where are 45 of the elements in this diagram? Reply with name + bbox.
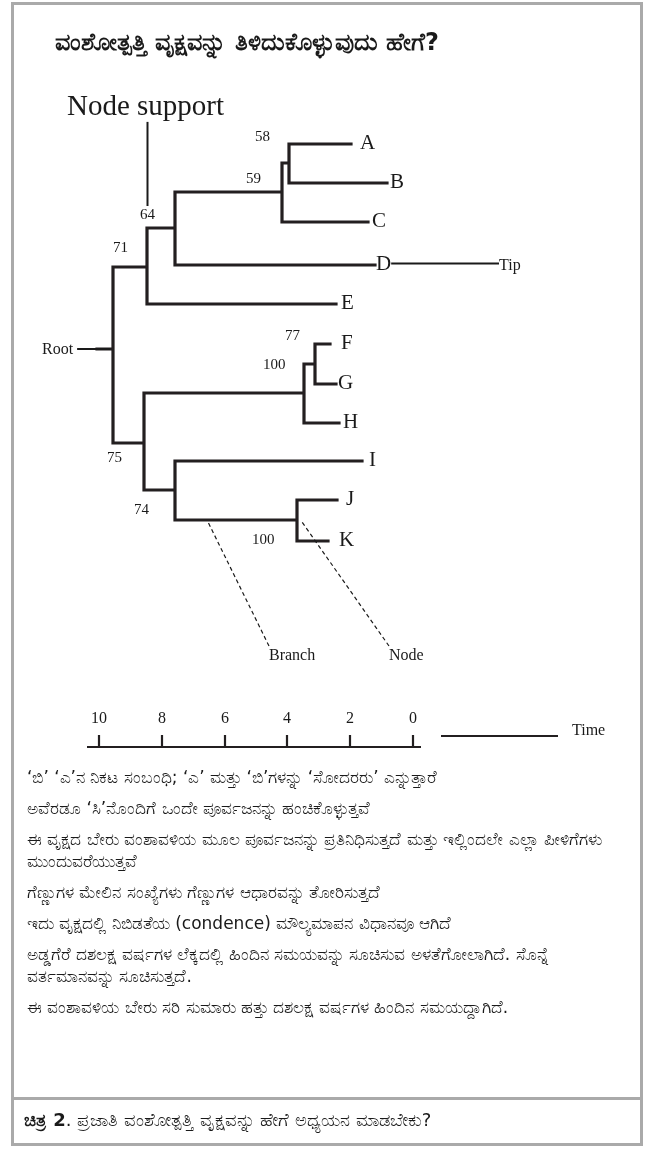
- tip-label: E: [341, 291, 354, 315]
- note-text: ಅವೆರಡೂ ‘ಸಿ’ನೊಂದಿಗೆ ಒಂದೇ ಪೂರ್ವಜನನ್ನು ಹಂಚಿಕೊಳ್ಳುತ್ತವೆ: [27, 797, 372, 819]
- support-value: 100: [252, 532, 275, 547]
- support-value: 74: [134, 502, 149, 517]
- tip-label: D: [376, 252, 392, 276]
- support-value: 58: [255, 129, 270, 144]
- tick-label: 6: [221, 710, 229, 726]
- annotation-label: Node: [389, 646, 424, 664]
- support-value: 77: [285, 328, 300, 343]
- tip-label: I: [369, 448, 376, 472]
- legend-label: Time: [572, 722, 606, 738]
- annotation-label: Root: [42, 340, 78, 358]
- annotation-label: Branch: [269, 646, 316, 664]
- tip-label: A: [360, 131, 376, 155]
- tick-label: 0: [409, 710, 417, 726]
- tip-label: F: [341, 331, 353, 355]
- tip-label: H: [343, 410, 359, 434]
- tip-label: G: [338, 371, 354, 395]
- dashed-leader-line: [301, 521, 390, 647]
- note-text: ಈ ವೃಕ್ಷದ ಬೇರು ವಂಶಾವಳಿಯ ಮೂಲ ಪೂರ್ವಜನನ್ನು ಪ್ರತಿನಿಧಿಸುತ್ತದೆ ಮತ್ತು ಇಲ್ಲಿಂದಲೇ ಎಲ್ಲಾ ಪೀಳಿಗೆಗಳು ಮುಂದುವರೆಯುತ್ತವೆ: [27, 828, 604, 872]
- tip-label: J: [346, 487, 355, 511]
- tick-label: 8: [158, 710, 166, 726]
- tip-label: B: [390, 170, 404, 194]
- tip-label: C: [372, 209, 386, 233]
- note-text: ‘ಬಿ’ ‘ಎ’ನ ನಿಕಟ ಸಂಬಂಧಿ; ‘ಎ’ ಮತ್ತು ‘ಬಿ’ಗಳನ್ನು ‘ಸೋದರರು’ ಎನ್ನುತ್ತಾರೆ: [27, 766, 438, 788]
- tip-label: Node support: [67, 90, 225, 122]
- tick-label: 4: [283, 710, 291, 726]
- tip-label: K: [339, 528, 355, 552]
- support-value: 64: [140, 206, 155, 223]
- tick-label: 2: [346, 710, 354, 726]
- dashed-leader-line: [207, 521, 270, 647]
- note-text: ಇದು ವೃಕ್ಷದಲ್ಲಿ ನಿಬಿಡತೆಯ (condence) ಮೌಲ್ಯಮಾಪನ ವಿಧಾನವೂ ಆಗಿದೆ: [27, 912, 622, 934]
- note-text: ಅಡ್ಡಗೆರೆ ದಶಲಕ್ಷ ವರ್ಷಗಳ ಲೆಕ್ಕದಲ್ಲಿ ಹಿಂದಿನ ಸಮಯವನ್ನು ಸೂಚಿಸುವ ಅಳತೆಗೋಲಾಗಿದೆ. ಸೊನ್ನೆ ವರ್ತಮಾನವನ್ನು ಸೂಚಿಸುತ್ತದೆ.: [27, 943, 550, 987]
- caption: ಚಿತ್ರ 2. ಪ್ರಜಾತಿ ವಂಶೋತ್ಪತ್ತಿ ವೃಕ್ಷವನ್ನು ಹೇಗೆ ಅಧ್ಯಯನ ಮಾಡಬೇಕು?: [11, 1097, 643, 1146]
- leader-line: [76, 348, 111, 350]
- leader-line: [390, 262, 500, 265]
- note-text: ಗೆಣ್ಣುಗಳ ಮೇಲಿನ ಸಂಖ್ಯೆಗಳು ಗೆಣ್ಣುಗಳ ಆಧಾರವನ್ನು ತೋರಿಸುತ್ತದೆ: [27, 881, 622, 903]
- annotation-label: Tip: [499, 256, 521, 274]
- tick-label: 10: [91, 710, 107, 726]
- support-value: 59: [246, 171, 261, 186]
- support-value: 75: [107, 450, 122, 465]
- support-value: 100: [263, 357, 286, 372]
- leader-line: [146, 120, 149, 207]
- note-text: ಈ ವಂಶಾವಳಿಯ ಬೇರು ಸರಿ ಸುಮಾರು ಹತ್ತು ದಶಲಕ್ಷ ವರ್ಷಗಳ ಹಿಂದಿನ ಸಮಯದ್ದಾಗಿದೆ.: [27, 996, 510, 1018]
- support-value: 71: [113, 240, 128, 255]
